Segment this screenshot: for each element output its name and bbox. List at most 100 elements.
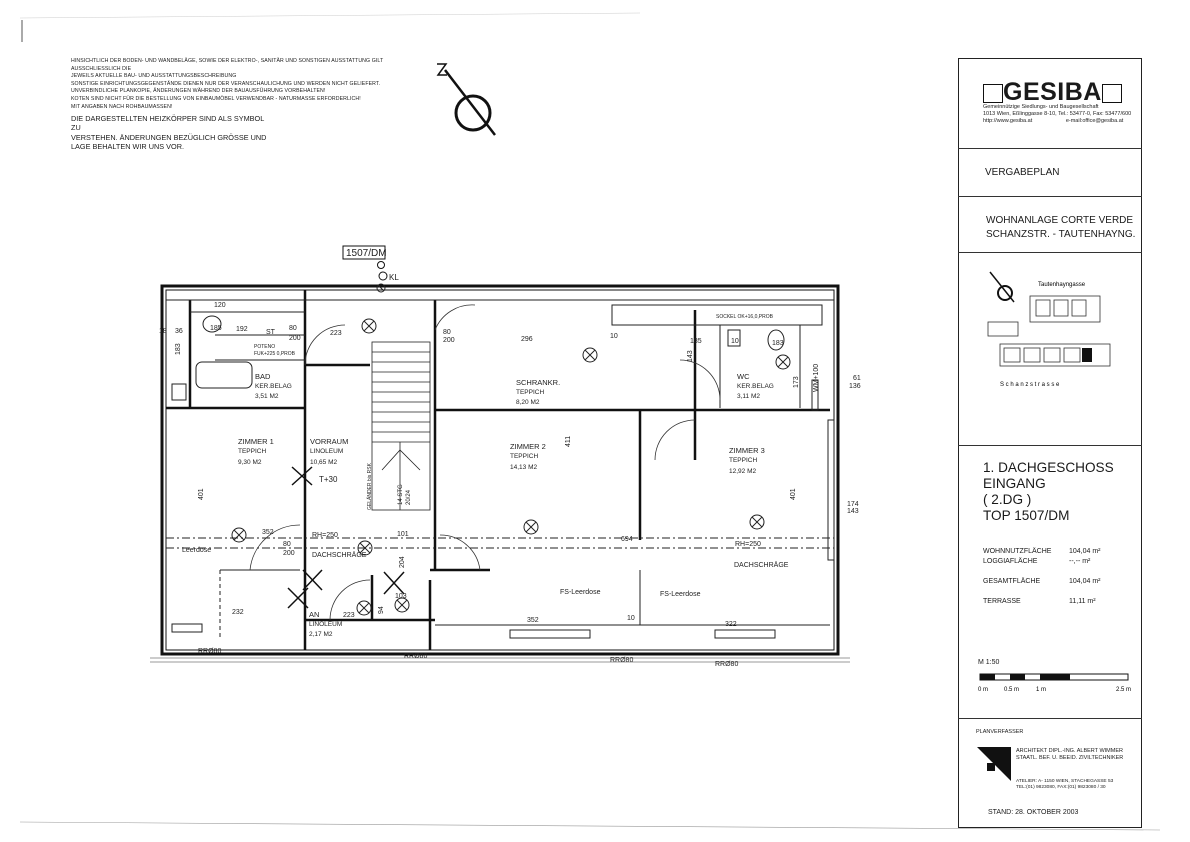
- poteno-label: FUK+225 0,PROB: [254, 351, 296, 357]
- project-line: SCHANZSTR. - TAUTENHAYNG.: [986, 229, 1136, 240]
- planner-header: PLANVERFASSER: [976, 729, 1024, 735]
- dachschraege-label: DACHSCHRÄGE: [734, 561, 789, 569]
- dim: 185: [210, 325, 222, 332]
- dim: 352: [262, 529, 274, 536]
- room-name: SCHRANKR.: [516, 378, 560, 387]
- stairs-label: 20/24: [406, 489, 412, 505]
- heating-line: VERSTEHEN. ÄNDERUNGEN BEZÜGLICH GRÖSSE U…: [71, 132, 267, 142]
- dim: 200: [443, 337, 455, 344]
- project-line: WOHNANLAGE CORTE VERDE: [986, 215, 1134, 226]
- dim: 352: [527, 617, 539, 624]
- dim: 232: [232, 609, 244, 616]
- room-floor: TEPPICH: [510, 453, 538, 460]
- rh-label: RH=250: [735, 541, 761, 548]
- dim: 18: [159, 328, 167, 335]
- dim: 200: [289, 335, 301, 342]
- st-label: ST: [266, 329, 276, 336]
- area-label: WOHNNUTZFLÄCHE: [983, 548, 1052, 555]
- company-info: Gemeinnützige Siedlungs- und Baugesellsc…: [983, 104, 1133, 125]
- dim: 185: [690, 338, 702, 345]
- dim: 143: [687, 350, 694, 362]
- dim: 223: [343, 612, 355, 619]
- room-name: ZIMMER 1: [238, 437, 274, 446]
- room-floor: TEPPICH: [238, 448, 266, 455]
- address-line: TEL:(01) 9823080, FAX:(01) 9823080 / 30: [1016, 785, 1106, 790]
- dim: 204: [399, 556, 406, 568]
- company-line: 1013 Wien, Eßlinggasse 8-10, Tel.: 53477…: [983, 111, 1132, 117]
- dim: 694: [621, 536, 633, 543]
- dim: 80: [283, 541, 291, 548]
- dim: 143: [847, 508, 859, 515]
- dim: 173: [793, 376, 800, 388]
- planner-line: ARCHITEKT DIPL.-ING. ALBERT WIMMER: [1016, 748, 1123, 754]
- area-value: 11,11 m²: [1069, 598, 1096, 605]
- fs-leerdose-label: FS-Leerdose: [660, 591, 701, 598]
- dim: 174: [847, 501, 859, 508]
- heating-note: DIE DARGESTELLTEN HEIZKÖRPER SIND ALS SY…: [71, 114, 271, 152]
- floor-line: EINGANG: [983, 476, 1046, 491]
- dim: 94: [378, 606, 385, 614]
- top-label: 1507/DM: [346, 248, 387, 259]
- room-floor: LINOLEUM: [310, 448, 343, 455]
- area-value: 104,04 m²: [1069, 578, 1101, 585]
- staircase: [371, 341, 431, 511]
- room-name: ZIMMER 2: [510, 442, 546, 451]
- dim: 103: [395, 593, 407, 600]
- room-area: 10,65 M2: [310, 459, 337, 466]
- scale-tick: 0 m: [978, 687, 988, 693]
- dachschraege-label: DACHSCHRÄGE: [312, 551, 367, 559]
- room-area: 12,92 M2: [729, 468, 756, 475]
- north-arrow-icon: [436, 63, 496, 136]
- room-area: 3,51 M2: [255, 393, 279, 400]
- note-line: SONSTIGE EINRICHTUNGSGEGENSTÄNDE DIENEN …: [71, 80, 381, 87]
- architect-logo-icon: [977, 747, 1011, 781]
- dim: 200: [283, 550, 295, 557]
- room-floor: TEPPICH: [516, 389, 544, 396]
- dim: 183: [772, 340, 784, 347]
- floor-line: ( 2.DG ): [983, 492, 1032, 507]
- rr-label: RRØ80: [404, 653, 427, 660]
- planner-address: ATELIER: A- 1150 WIEN, STACHEGASSE 53 TE…: [1016, 779, 1113, 791]
- room-name: WC: [737, 372, 750, 381]
- heating-line: LAGE BEHALTEN WIR UNS VOR.: [71, 142, 184, 152]
- room-floor: KER.BELAG: [737, 383, 774, 390]
- area-label: LOGGIAFLÄCHE: [983, 558, 1038, 565]
- kl-label: KL: [389, 273, 399, 282]
- company-line: Gemeinnützige Siedlungs- und Baugesellsc…: [983, 104, 1099, 110]
- street-label: S c h a n z s t r a s s e: [1000, 382, 1060, 388]
- room-area: 2,17 M2: [309, 631, 333, 638]
- dim: 401: [790, 488, 797, 500]
- note-line: KOTEN SIND NICHT FÜR DIE BESTELLUNG VON …: [71, 95, 361, 102]
- title-block: [958, 58, 1142, 828]
- floor-line: 1. DACHGESCHOSS: [983, 460, 1114, 475]
- rr-label: RRØ80: [715, 661, 738, 668]
- area-label: TERRASSE: [983, 598, 1021, 605]
- room-floor: LINOLEUM: [309, 621, 342, 628]
- street-label: Tautenhayngasse: [1038, 282, 1086, 288]
- room-name: BAD: [255, 372, 271, 381]
- sockel-label: SOCKEL OK+16,0,PROB: [716, 314, 774, 320]
- room-area: 3,11 M2: [737, 393, 760, 400]
- scale-label: M 1:50: [978, 659, 1000, 666]
- north-arrow-icon: [989, 271, 1015, 303]
- area-label: GESAMTFLÄCHE: [983, 578, 1041, 585]
- dim: 322: [725, 621, 737, 628]
- dim: 36: [175, 328, 183, 335]
- scale-tick: 1 m: [1036, 687, 1046, 693]
- dim: 223: [330, 330, 342, 337]
- planner-line: STAATL. BEF. U. BEEID. ZIVILTECHNIKER: [1016, 755, 1124, 761]
- dim: 10: [627, 615, 635, 622]
- room-name: VORRAUM: [310, 437, 348, 446]
- dim: 101: [397, 531, 409, 538]
- plan-type: VERGABEPLAN: [985, 167, 1060, 178]
- rr-label: RRØ80: [198, 648, 221, 655]
- planner-info: ARCHITEKT DIPL.-ING. ALBERT WIMMER STAAT…: [1016, 748, 1123, 762]
- note-line: MIT ANGABEN NACH ROHBAUMASSEN!: [71, 103, 173, 110]
- room-name: AN: [309, 610, 319, 619]
- area-value: --,-- m²: [1069, 558, 1091, 565]
- logo-box-icon: [983, 84, 1003, 104]
- dim: 192: [236, 326, 248, 333]
- room-area: 9,30 M2: [238, 459, 262, 466]
- light-fixture-icon: [231, 283, 791, 616]
- logo: GESIBA: [983, 78, 1122, 107]
